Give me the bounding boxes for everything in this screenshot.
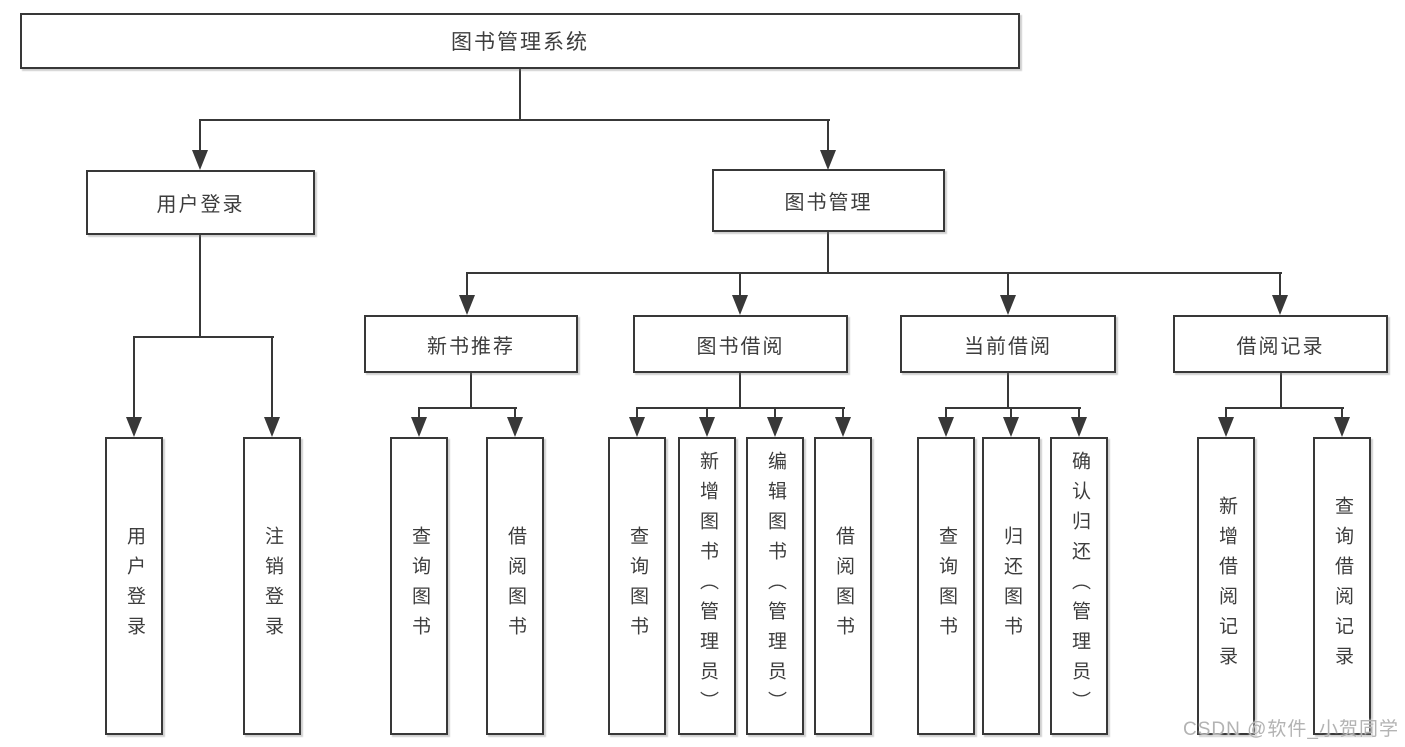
csdn-watermark: CSDN @软件_小贺同学 — [1183, 719, 1399, 740]
leaf-query-books-recommend-label: 查询图书 — [409, 526, 430, 646]
connector-to-leaf-login — [133, 336, 135, 421]
leaf-add-borrow-record: 新增借阅记录 — [1197, 437, 1255, 735]
leaf-borrow-books-borrowing-label: 借阅图书 — [833, 526, 854, 646]
leaf-query-books-borrowing: 查询图书 — [608, 437, 666, 735]
leaf-edit-book-admin: 编辑图书（管理员） — [746, 437, 804, 735]
connector-groupB-stub4 — [842, 407, 844, 421]
leaf-logout-label: 注销登录 — [262, 526, 283, 646]
leaf-return-books: 归还图书 — [982, 437, 1040, 735]
arrow-down-icon — [1003, 417, 1019, 437]
leaf-user-login: 用户登录 — [105, 437, 163, 735]
node-current-borrowing: 当前借阅 — [900, 315, 1116, 373]
node-user-login-label: 用户登录 — [156, 194, 245, 216]
arrow-down-icon — [1334, 417, 1350, 437]
arrow-down-icon — [1000, 295, 1016, 315]
leaf-query-books-current: 查询图书 — [917, 437, 975, 735]
leaf-query-books-current-label: 查询图书 — [936, 526, 957, 646]
connector-to-borrowing — [739, 272, 741, 297]
connector-groupA-hbar — [418, 407, 517, 409]
node-user-login: 用户登录 — [86, 170, 315, 235]
connector-groupB-stub2 — [706, 407, 708, 421]
connector-groupD-hbar — [1225, 407, 1344, 409]
connector-groupA-stub1 — [418, 407, 420, 421]
leaf-confirm-return-admin-label: 确认归还（管理员） — [1069, 451, 1090, 721]
arrow-down-icon — [264, 417, 280, 437]
leaf-query-borrow-record-label: 查询借阅记录 — [1332, 496, 1353, 676]
arrow-down-icon — [1071, 417, 1087, 437]
connector-userlogin-hbar — [133, 336, 274, 338]
connector-groupD-stub2 — [1341, 407, 1343, 421]
connector-userlogin-drop — [199, 235, 201, 338]
node-borrowing-records-label: 借阅记录 — [1236, 335, 1325, 358]
leaf-user-login-label: 用户登录 — [124, 526, 145, 646]
connector-groupC-stub1 — [945, 407, 947, 421]
node-book-management: 图书管理 — [712, 169, 945, 232]
connector-groupC-stub3 — [1078, 407, 1080, 421]
arrow-down-icon — [629, 417, 645, 437]
connector-root-drop — [519, 69, 521, 121]
node-book-borrowing: 图书借阅 — [633, 315, 848, 373]
connector-to-user-login — [199, 119, 201, 152]
connector-groupC-stub2 — [1010, 407, 1012, 421]
arrow-down-icon — [938, 417, 954, 437]
leaf-add-book-admin-label: 新增图书（管理员） — [697, 451, 718, 721]
connector-groupB-hbar — [636, 407, 845, 409]
leaf-borrow-books-recommend: 借阅图书 — [486, 437, 544, 735]
leaf-borrow-books-recommend-label: 借阅图书 — [505, 526, 526, 646]
connector-to-new-books — [466, 272, 468, 297]
arrow-down-icon — [507, 417, 523, 437]
node-root: 图书管理系统 — [20, 13, 1020, 69]
connector-groupC-drop — [1007, 373, 1009, 409]
connector-to-leaf-logout — [271, 336, 273, 421]
leaf-query-borrow-record: 查询借阅记录 — [1313, 437, 1371, 735]
leaf-query-books-recommend: 查询图书 — [390, 437, 448, 735]
arrow-down-icon — [1272, 295, 1288, 315]
connector-bookmgmt-drop — [827, 232, 829, 274]
connector-groupA-stub2 — [514, 407, 516, 421]
connector-groupB-drop — [739, 373, 741, 409]
connector-groupB-stub3 — [774, 407, 776, 421]
arrow-down-icon — [732, 295, 748, 315]
connector-to-book-mgmt — [827, 119, 829, 152]
node-borrowing-records: 借阅记录 — [1173, 315, 1388, 373]
arrow-down-icon — [411, 417, 427, 437]
arrow-down-icon — [459, 295, 475, 315]
arrow-down-icon — [699, 417, 715, 437]
leaf-query-books-borrowing-label: 查询图书 — [627, 526, 648, 646]
node-new-book-recommend: 新书推荐 — [364, 315, 578, 373]
leaf-return-books-label: 归还图书 — [1001, 526, 1022, 646]
connector-groupD-stub1 — [1225, 407, 1227, 421]
connector-groupC-hbar — [945, 407, 1081, 409]
node-book-management-label: 图书管理 — [784, 192, 873, 214]
leaf-borrow-books-borrowing: 借阅图书 — [814, 437, 872, 735]
connector-groupB-stub1 — [636, 407, 638, 421]
arrow-down-icon — [820, 150, 836, 170]
arrow-down-icon — [835, 417, 851, 437]
leaf-confirm-return-admin: 确认归还（管理员） — [1050, 437, 1108, 735]
node-current-borrowing-label: 当前借阅 — [964, 335, 1052, 358]
arrow-down-icon — [192, 150, 208, 170]
node-book-borrowing-label: 图书借阅 — [696, 335, 785, 358]
leaf-add-book-admin: 新增图书（管理员） — [678, 437, 736, 735]
connector-root-hbar — [199, 119, 830, 121]
leaf-logout: 注销登录 — [243, 437, 301, 735]
arrow-down-icon — [1218, 417, 1234, 437]
arrow-down-icon — [126, 417, 142, 437]
connector-bookmgmt-hbar — [466, 272, 1282, 274]
connector-to-records — [1279, 272, 1281, 297]
leaf-edit-book-admin-label: 编辑图书（管理员） — [765, 451, 786, 721]
leaf-add-borrow-record-label: 新增借阅记录 — [1216, 496, 1237, 676]
connector-groupD-drop — [1280, 373, 1282, 409]
connector-groupA-drop — [470, 373, 472, 409]
connector-to-current — [1007, 272, 1009, 297]
arrow-down-icon — [767, 417, 783, 437]
node-new-book-recommend-label: 新书推荐 — [427, 335, 515, 358]
node-root-label: 图书管理系统 — [451, 31, 589, 54]
